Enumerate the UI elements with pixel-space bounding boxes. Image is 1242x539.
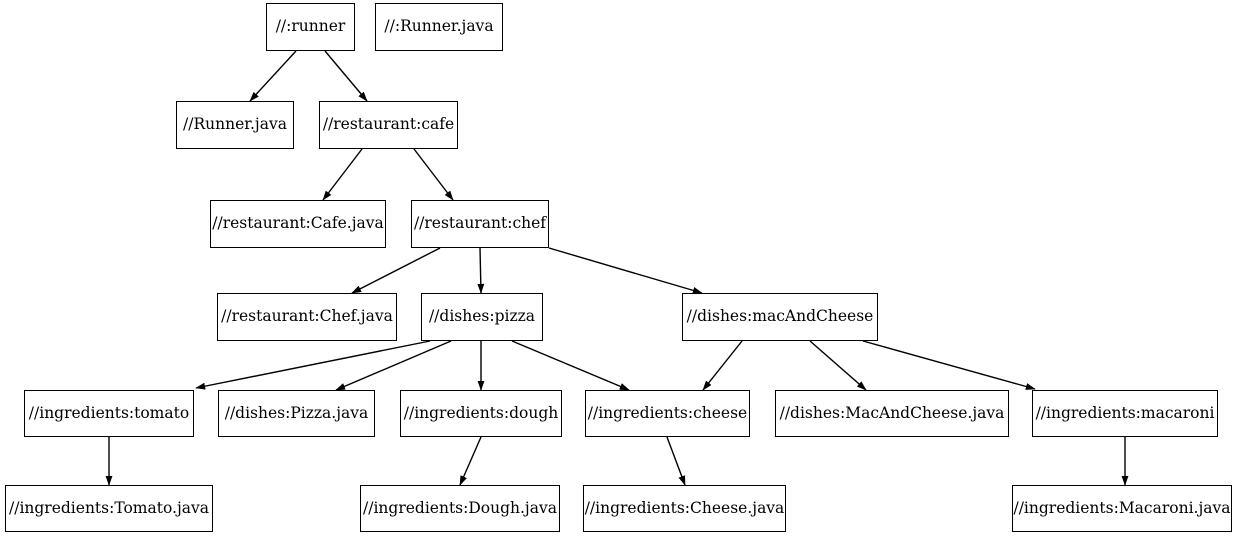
graph-node-label: //Runner.java [183,115,287,134]
graph-node-label: //ingredients:tomato [28,403,190,422]
graph-node-dishes_pizza[interactable]: //dishes:pizza [421,293,543,341]
graph-node-label: //ingredients:Tomato.java [9,498,209,517]
graph-node-label: //:Runner.java [384,17,494,36]
graph-node-label: //restaurant:Cafe.java [212,214,384,233]
graph-node-label: //restaurant:Chef.java [221,307,393,326]
graph-node-label: //ingredients:cheese [587,403,748,422]
graph-node-runner_java[interactable]: //Runner.java [176,101,294,149]
graph-node-ing_cheese[interactable]: //ingredients:cheese [585,390,750,437]
graph-node-ing_dough[interactable]: //ingredients:dough [400,390,562,437]
graph-node-label: //dishes:pizza [428,307,536,326]
graph-node-ing_tomato[interactable]: //ingredients:tomato [24,390,194,437]
graph-node-label: //dishes:MacAndCheese.java [779,403,1005,422]
graph-node-restaurant_cafe[interactable]: //restaurant:cafe [319,101,458,149]
graph-node-restaurant_cafejava[interactable]: //restaurant:Cafe.java [210,200,386,248]
graph-node-restaurant_chef[interactable]: //restaurant:chef [411,200,549,248]
graph-node-ing_macaroni[interactable]: //ingredients:macaroni [1032,390,1218,437]
graph-node-ing_tomatojava[interactable]: //ingredients:Tomato.java [5,485,213,532]
graph-node-label: //dishes:Pizza.java [224,403,369,422]
graph-node-label: //ingredients:Macaroni.java [1013,498,1231,517]
graph-node-label: //ingredients:Cheese.java [584,498,785,517]
graph-node-label: //ingredients:Dough.java [363,498,557,517]
graph-node-restaurant_chefjava[interactable]: //restaurant:Chef.java [217,293,397,341]
graph-node-ing_cheesejava[interactable]: //ingredients:Cheese.java [583,485,786,532]
graph-node-label: //dishes:macAndCheese [686,307,874,326]
graph-node-label: //ingredients:macaroni [1035,403,1215,422]
graph-node-label: //restaurant:cafe [322,115,455,134]
graph-node-dishes_pizzajava[interactable]: //dishes:Pizza.java [218,390,375,437]
graph-node-label: //:runner [275,17,346,36]
graph-node-runner_java_root[interactable]: //:Runner.java [375,3,503,51]
graph-node-ing_macaronijava[interactable]: //ingredients:Macaroni.java [1012,485,1232,532]
graph-node-label: //ingredients:dough [403,403,559,422]
graph-node-runner[interactable]: //:runner [266,3,355,51]
graph-node-ing_doughjava[interactable]: //ingredients:Dough.java [360,485,560,532]
graph-node-dishes_macjava[interactable]: //dishes:MacAndCheese.java [775,390,1009,437]
graph-node-dishes_mac[interactable]: //dishes:macAndCheese [682,293,878,341]
graph-node-label: //restaurant:chef [413,214,547,233]
